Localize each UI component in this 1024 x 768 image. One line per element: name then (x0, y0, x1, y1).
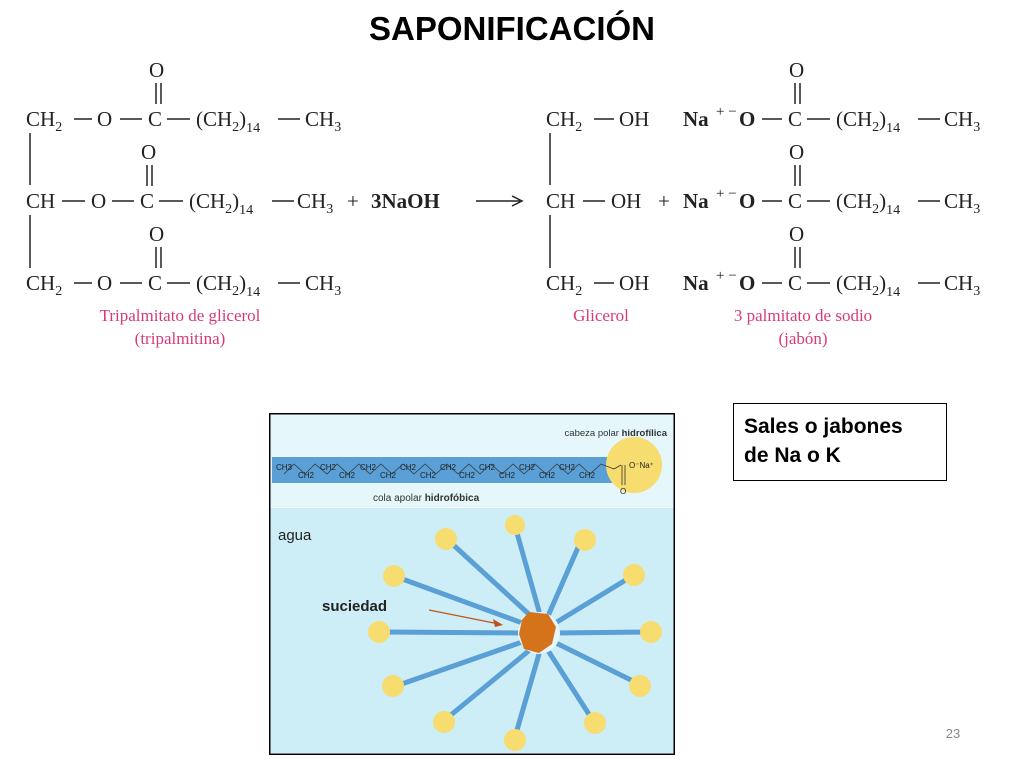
reactant-triglyceride: CH2 O C O (CH2)14 CH3 CH O C (26, 58, 341, 300)
hydroxyl-group: OH (611, 189, 641, 213)
callout-line-1: Sales o jabones (744, 415, 903, 438)
callout-line-2: de Na o K (744, 444, 841, 467)
svg-text:Na: Na (683, 107, 709, 131)
svg-text:C: C (788, 107, 802, 131)
svg-text:(CH2)14: (CH2)14 (196, 107, 260, 136)
svg-text:CH2: CH2 (26, 271, 62, 299)
svg-text:CH2: CH2 (559, 463, 576, 472)
svg-text:CH2: CH2 (339, 471, 356, 480)
svg-text:CH2: CH2 (539, 471, 556, 480)
svg-text:CH3: CH3 (297, 189, 333, 217)
svg-text:C: C (788, 271, 802, 295)
svg-text:cola apolar hidrofóbica: cola apolar hidrofóbica (373, 493, 480, 504)
micelle-diagram: cabeza polar hidrofílica CH3 CH2 CH2 CH2… (269, 413, 675, 755)
svg-text:CH2: CH2 (440, 463, 457, 472)
svg-text:CH: CH (26, 189, 55, 213)
svg-text:O: O (739, 189, 755, 213)
svg-text:O: O (620, 487, 626, 496)
carbonyl-oxygen: O (141, 140, 156, 164)
reactant-caption-sub: (tripalmitina) (135, 329, 226, 348)
svg-text:CH3: CH3 (276, 463, 293, 472)
svg-text:CH3: CH3 (305, 271, 341, 299)
svg-text:CH2: CH2 (26, 107, 62, 135)
svg-text:CH2: CH2 (546, 271, 582, 299)
water-label: agua (278, 527, 312, 544)
svg-text:CH2: CH2 (400, 463, 417, 472)
product-glycerol: CH2 OH CH OH CH2 OH (546, 107, 649, 299)
page-number: 23 (945, 726, 961, 741)
svg-text:cabeza polar hidrofílica: cabeza polar hidrofílica (565, 428, 668, 439)
svg-text:O: O (739, 107, 755, 131)
surfactant-molecule: CH3 CH2 CH2 CH2 CH2 CH2 CH2 CH2 CH2 CH2 … (272, 437, 662, 496)
svg-text:CH2: CH2 (459, 471, 476, 480)
plus-sign: + (658, 189, 670, 213)
dirt-label: suciedad (322, 598, 387, 615)
ester-oxygen: O (97, 271, 112, 295)
svg-text:(CH2)14: (CH2)14 (189, 189, 253, 218)
svg-text:CH2: CH2 (298, 471, 315, 480)
ester-oxygen: O (91, 189, 106, 213)
svg-text:O⁻Na⁺: O⁻Na⁺ (629, 461, 654, 470)
soap-caption-sub: (jabón) (778, 329, 827, 348)
svg-text:CH2: CH2 (519, 463, 536, 472)
carbonyl-carbon: C (148, 271, 162, 295)
ester-oxygen: O (97, 107, 112, 131)
svg-text:(CH2)14: (CH2)14 (836, 189, 900, 218)
plus-sign: + (347, 189, 359, 213)
carbonyl-carbon: C (148, 107, 162, 131)
svg-text:CH3: CH3 (944, 271, 980, 299)
svg-text:CH2: CH2 (360, 463, 377, 472)
svg-text:O: O (789, 222, 804, 246)
glycerol-caption: Glicerol (573, 306, 629, 325)
svg-text:+ −: + − (716, 104, 737, 120)
svg-text:+ −: + − (716, 268, 737, 284)
reactant-row-3: CH2 O C O (CH2)14 CH3 (26, 222, 341, 300)
svg-text:CH3: CH3 (944, 189, 980, 217)
product-sodium-palmitate: Na + − O C O (CH2)14 CH3 Na + − O C O (C… (683, 58, 980, 300)
svg-text:CH: CH (546, 189, 575, 213)
hydroxyl-group: OH (619, 107, 649, 131)
soap-caption: 3 palmitato de sodio (734, 306, 872, 325)
svg-text:Na: Na (683, 271, 709, 295)
svg-text:CH3: CH3 (305, 107, 341, 135)
svg-text:+ −: + − (716, 186, 737, 202)
saponification-reaction: CH2 O C O (CH2)14 CH3 CH O C (26, 58, 980, 348)
polar-head (606, 437, 662, 493)
svg-text:O: O (739, 271, 755, 295)
svg-text:CH2: CH2 (380, 471, 397, 480)
carbonyl-carbon: C (140, 189, 154, 213)
reactant-caption: Tripalmitato de glicerol (100, 306, 261, 325)
chain-groups: CH3 CH2 CH2 CH2 CH2 CH2 CH2 CH2 CH2 CH2 … (276, 463, 596, 480)
svg-text:Na: Na (683, 189, 709, 213)
svg-text:CH2: CH2 (320, 463, 337, 472)
svg-text:CH2: CH2 (579, 471, 596, 480)
svg-text:O: O (789, 58, 804, 82)
slide-title: SAPONIFICACIÓN (368, 10, 655, 47)
micelle (368, 515, 662, 751)
svg-text:CH2: CH2 (546, 107, 582, 135)
svg-text:(CH2)14: (CH2)14 (196, 271, 260, 300)
dirt-arrow (428, 609, 503, 627)
svg-text:CH3: CH3 (944, 107, 980, 135)
carbonyl-oxygen: O (149, 222, 164, 246)
carbonyl-oxygen: O (149, 58, 164, 82)
reagent-naoh: 3NaOH (371, 189, 440, 213)
svg-text:(CH2)14: (CH2)14 (836, 271, 900, 300)
svg-text:O: O (789, 140, 804, 164)
svg-text:CH2: CH2 (420, 471, 437, 480)
polar-heads (368, 515, 662, 751)
hydroxyl-group: OH (619, 271, 649, 295)
reaction-arrow (476, 195, 524, 207)
reactant-row-1: CH2 O C O (CH2)14 CH3 (26, 58, 341, 136)
hydrophobic-tail (272, 457, 612, 483)
svg-text:C: C (788, 189, 802, 213)
svg-text:(CH2)14: (CH2)14 (836, 107, 900, 136)
soap-callout-box: Sales o jabones de Na o K (733, 403, 947, 481)
dirt-particle (519, 612, 556, 653)
reactant-row-2: CH O C O (CH2)14 CH3 (26, 140, 333, 218)
svg-text:CH2: CH2 (499, 471, 516, 480)
